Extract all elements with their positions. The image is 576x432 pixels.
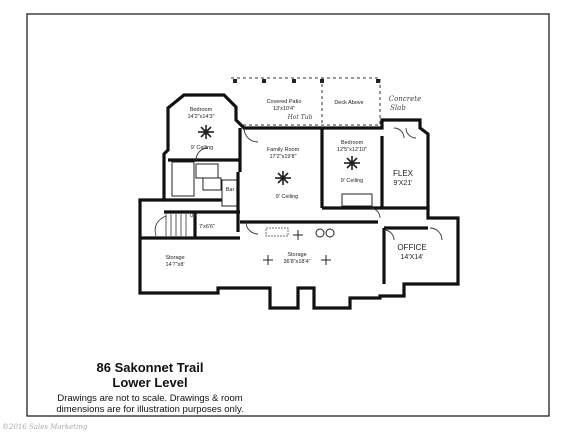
svg-text:Covered Patio: Covered Patio (267, 99, 302, 105)
room-storage-left: Storage 14'7"x8' (165, 255, 184, 268)
room-flex: FLEX 9'X21' (393, 169, 414, 187)
light-fixture-icon (321, 255, 331, 265)
svg-text:9' Ceiling: 9' Ceiling (191, 145, 213, 151)
door-swings (195, 127, 443, 241)
stairs (154, 214, 187, 237)
svg-text:Family Room: Family Room (267, 147, 300, 153)
svg-text:Bar: Bar (226, 187, 235, 193)
svg-text:14'2"x14'3": 14'2"x14'3" (187, 114, 214, 120)
svg-text:12'5"x12'10": 12'5"x12'10" (337, 147, 367, 153)
svg-text:Slab: Slab (390, 104, 406, 112)
address-title: 86 Sakonnet Trail (96, 360, 204, 375)
svg-text:17'2"x19'8": 17'2"x19'8" (269, 154, 296, 160)
svg-text:OFFICE: OFFICE (397, 243, 426, 252)
svg-text:36'8"x18'4": 36'8"x18'4" (283, 259, 310, 265)
patio-deck-outline (231, 77, 381, 126)
room-deck-above: Deck Above (334, 100, 363, 106)
concrete-slab-note: Concrete Slab (389, 95, 421, 112)
svg-text:9' Ceiling: 9' Ceiling (276, 194, 298, 200)
svg-text:9' Ceiling: 9' Ceiling (341, 178, 363, 184)
ceiling-fan-icon (344, 156, 360, 170)
room-office: OFFICE 14'X14' (397, 243, 426, 261)
disclaimer-line-2: dimensions are for illustration purposes… (56, 404, 244, 415)
room-family-room: Family Room 17'2"x19'8" 9' Ceiling (267, 147, 300, 200)
light-fixture-icon (293, 230, 303, 240)
svg-text:Bedroom: Bedroom (341, 140, 364, 146)
ceiling-fan-icon (198, 125, 214, 139)
patio-posts (233, 79, 380, 83)
disclaimer-line-1: Drawings are not to scale. Drawings & ro… (57, 393, 243, 404)
svg-text:14'X14': 14'X14' (401, 254, 424, 261)
ceiling-fan-icon (275, 171, 291, 185)
svg-text:14'7"x8': 14'7"x8' (165, 262, 184, 268)
interior-walls (140, 128, 428, 284)
svg-text:Up: Up (189, 213, 196, 219)
svg-text:Deck Above: Deck Above (334, 100, 363, 106)
svg-text:9'X21': 9'X21' (393, 180, 412, 187)
svg-text:Hot Tub: Hot Tub (287, 114, 313, 121)
exterior-wall (138, 93, 460, 310)
svg-text:7'x6'6": 7'x6'6" (199, 224, 215, 230)
light-fixture-icon (263, 255, 273, 265)
page-border (26, 13, 550, 417)
room-bar: Bar (226, 187, 235, 193)
watermark: ©2016 Sales Marketing (2, 423, 88, 431)
room-bedroom-left: Bedroom 14'2"x14'3" 9' Ceiling (187, 107, 214, 151)
svg-text:Storage: Storage (287, 252, 306, 258)
svg-text:Concrete: Concrete (389, 95, 421, 103)
water-heater-icon (315, 228, 335, 238)
room-storage-main: Storage 36'8"x18'4" (283, 252, 310, 265)
plan-caption: 86 Sakonnet Trail Lower Level Drawings a… (30, 360, 270, 415)
svg-text:Storage: Storage (165, 255, 184, 261)
mechanical-unit (265, 227, 289, 237)
svg-text:13'x10'4": 13'x10'4" (273, 106, 295, 112)
level-title: Lower Level (112, 375, 188, 390)
svg-text:FLEX: FLEX (393, 169, 414, 178)
room-stair: Up 7'x6'6" (189, 213, 215, 230)
room-covered-patio: Covered Patio 13'x10'4" Hot Tub (267, 99, 313, 121)
svg-text:Bedroom: Bedroom (190, 107, 213, 113)
room-bedroom-right: Bedroom 12'5"x12'10" 9' Ceiling (337, 140, 367, 184)
